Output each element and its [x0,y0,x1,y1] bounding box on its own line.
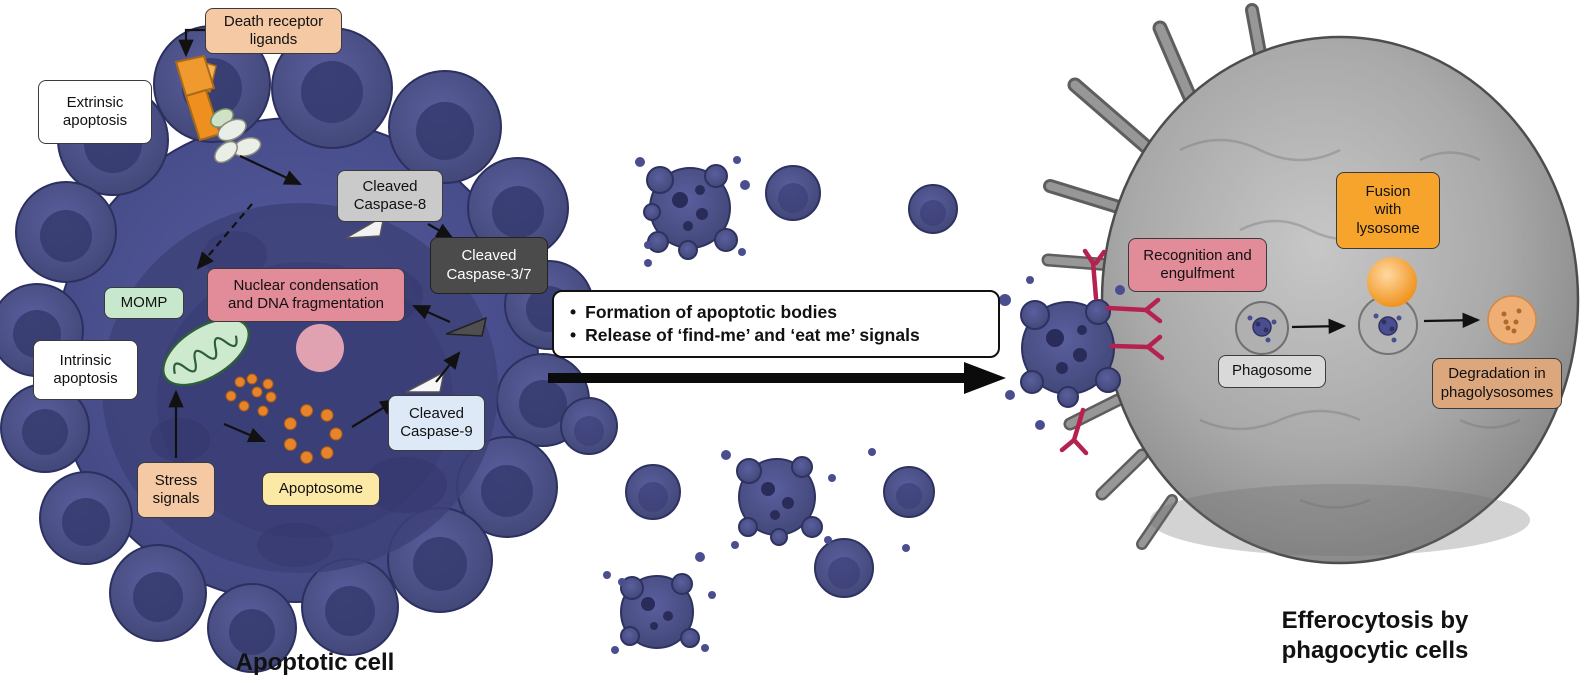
mitochondria-icon [161,317,251,387]
phagolysosome-icon [1487,295,1537,345]
cleaved-caspase37-icon [445,316,488,337]
cytochrome-c-dots [225,373,277,417]
nuclear-condensation-label: Nuclear condensation and DNA fragmentati… [207,268,405,322]
phagosome-arrows [1291,312,1481,334]
apoptotic-bodies [560,156,958,654]
efferocytosis-caption: Efferocytosis by phagocytic cells [1281,607,1469,664]
callout-bullet-2: Release of ‘find-me’ and ‘eat me’ signal… [568,325,984,346]
fusion-lysosome-label: Fusion with lysosome [1336,172,1440,249]
nucleus-fragment-icon [296,324,344,372]
stress-signals-label: Stress signals [137,462,215,518]
momp-label: MOMP [104,287,184,319]
big-arrow [548,362,1006,394]
engulfed-apoptotic-body [999,276,1125,430]
recognition-engulfment-label: Recognition and engulfment [1128,238,1267,292]
apoptosome-label: Apoptosome [262,472,380,506]
cleaved-caspase8-label: Cleaved Caspase-8 [337,170,443,222]
lysosome-icon [1367,257,1417,307]
callout-bullet-1: Formation of apoptotic bodies [568,302,984,323]
phagocytic-cell-shape [1041,3,1580,565]
apoptotic-cell-caption: Apoptotic cell [235,649,395,676]
signals-callout: Formation of apoptotic bodies Release of… [552,290,1000,358]
intrinsic-apoptosis-label: Intrinsic apoptosis [33,340,138,400]
callout-bullet-2-text: Release of ‘find-me’ and ‘eat me’ signal… [585,325,920,345]
callout-bullet-1-text: Formation of apoptotic bodies [585,302,837,322]
receptor-ligand-bonds [1059,248,1165,456]
apoptosome-icon [283,404,343,464]
death-receptor-ligands-label: Death receptor ligands [205,8,342,54]
extrinsic-apoptosis-label: Extrinsic apoptosis [38,80,152,144]
phagosome-1 [1235,301,1289,355]
cleaved-caspase9-icon [405,370,446,393]
cleaved-caspase37-label: Cleaved Caspase-3/7 [430,237,548,294]
death-receptor-icon [174,54,262,164]
phagosome-label: Phagosome [1218,355,1326,388]
pathway-arrows [168,28,461,458]
cleaved-caspase9-label: Cleaved Caspase-9 [388,395,485,451]
degradation-label: Degradation in phagolysosomes [1432,358,1562,409]
